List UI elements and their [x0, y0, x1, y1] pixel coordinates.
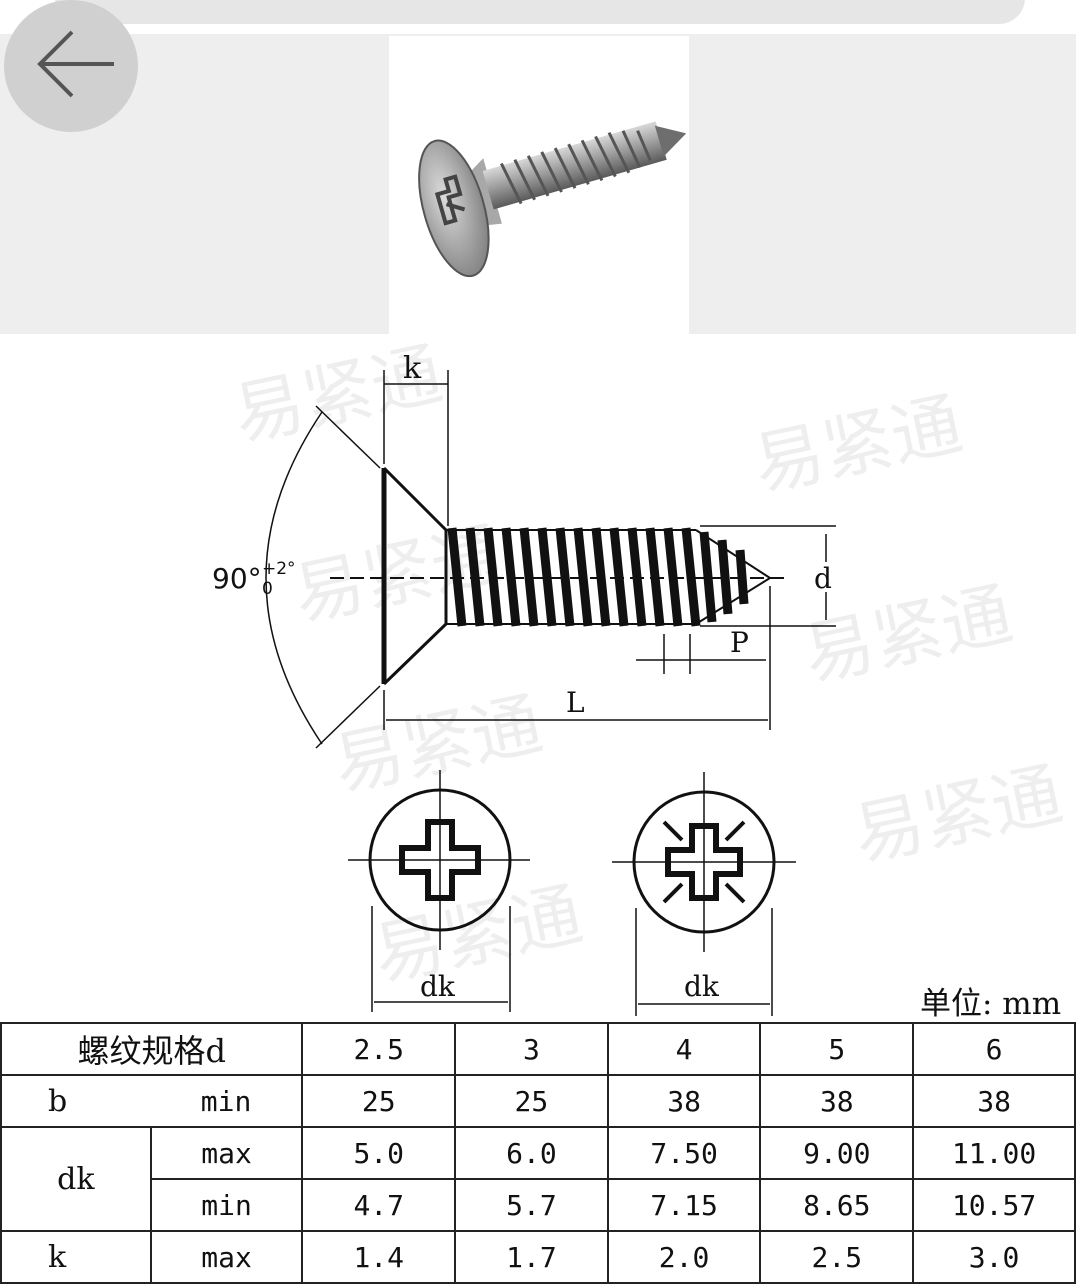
thread-size-label: 螺纹规格d: [0, 1022, 304, 1076]
row-limit: min: [150, 1074, 304, 1128]
thread-lines: [447, 527, 749, 627]
spec-table: 螺纹规格d 2.5 3 4 5 6 b min 25 25 38 38 38 d…: [0, 1022, 1076, 1284]
value-cell: 3.0: [912, 1230, 1076, 1284]
dim-label-angle-sub: 0: [262, 579, 273, 599]
row-symbol: dk: [0, 1126, 152, 1232]
screw-photo-illustration: [418, 121, 687, 278]
table-row: min 4.7 5.7 7.15 8.65 10.57: [1, 1178, 1076, 1232]
technical-drawing: 易紧通 易紧通 易紧通 易紧通 易紧通 易紧通 易紧通: [212, 340, 1069, 1016]
dim-label-dk-right: dk: [684, 970, 720, 1003]
size-cell: 3: [454, 1022, 609, 1076]
dim-label-angle: 90°: [212, 562, 262, 595]
value-cell: 8.65: [759, 1178, 915, 1232]
row-symbol: k: [0, 1230, 152, 1284]
size-cell: 5: [759, 1022, 915, 1076]
svg-text:易紧通: 易紧通: [846, 753, 1068, 877]
svg-text:易紧通: 易紧通: [746, 383, 968, 507]
dimension-lines: [265, 370, 836, 749]
row-symbol: b: [0, 1074, 151, 1128]
dim-label-dk-left: dk: [420, 970, 456, 1003]
search-bar-edge: [55, 0, 1025, 24]
value-cell: 10.57: [912, 1178, 1076, 1232]
value-cell: 7.50: [606, 1126, 762, 1180]
value-cell: 5.0: [301, 1126, 457, 1180]
svg-text:易紧通: 易紧通: [366, 873, 588, 997]
value-cell: 38: [912, 1074, 1076, 1128]
table-row: b min 25 25 38 38 38: [0, 1074, 1076, 1128]
size-cell: 2.5: [301, 1022, 457, 1076]
value-cell: 5.7: [454, 1178, 609, 1232]
value-cell: 2.5: [759, 1230, 915, 1284]
value-cell: 4.7: [301, 1178, 457, 1232]
value-cell: 38: [759, 1074, 915, 1128]
value-cell: 25: [301, 1074, 457, 1128]
value-cell: 9.00: [759, 1126, 915, 1180]
table-row: dk max 5.0 6.0 7.50 9.00 11.00: [0, 1126, 1076, 1232]
value-cell: 1.7: [454, 1230, 609, 1284]
value-cell: 7.15: [606, 1178, 762, 1232]
value-cell: 2.0: [606, 1230, 762, 1284]
table-row: k max 1.4 1.7 2.0 2.5 3.0: [0, 1230, 1076, 1284]
arrow-left-icon: [37, 30, 114, 98]
value-cell: 38: [606, 1074, 762, 1128]
head-view-phillips: [348, 770, 530, 1012]
dim-label-p: P: [730, 626, 749, 659]
row-limit: max: [149, 1230, 304, 1284]
dimension-labels: k 90° +2° 0 d P L dk dk: [212, 351, 832, 1003]
dim-label-l: L: [566, 686, 585, 719]
value-cell: 25: [454, 1074, 609, 1128]
value-cell: 1.4: [301, 1230, 457, 1284]
size-cell: 6: [912, 1022, 1076, 1076]
table-header-row: 螺纹规格d 2.5 3 4 5 6: [0, 1022, 1076, 1076]
unit-label: 单位: mm: [920, 986, 1062, 1022]
value-cell: 11.00: [912, 1126, 1076, 1180]
dim-label-d: d: [814, 562, 832, 595]
dim-label-k: k: [403, 351, 422, 386]
value-cell: 6.0: [454, 1126, 609, 1180]
dim-label-angle-sup: +2°: [262, 559, 296, 579]
head-view-pozi: [612, 772, 796, 1016]
screw-tip: [695, 529, 772, 625]
row-limit: min: [149, 1178, 304, 1232]
watermark: 易紧通 易紧通 易紧通 易紧通 易紧通 易紧通 易紧通: [226, 340, 1068, 997]
svg-text:易紧通: 易紧通: [326, 683, 548, 807]
product-image: [389, 36, 689, 334]
back-button[interactable]: [4, 0, 138, 132]
row-limit: max: [149, 1126, 304, 1180]
size-cell: 4: [606, 1022, 762, 1076]
